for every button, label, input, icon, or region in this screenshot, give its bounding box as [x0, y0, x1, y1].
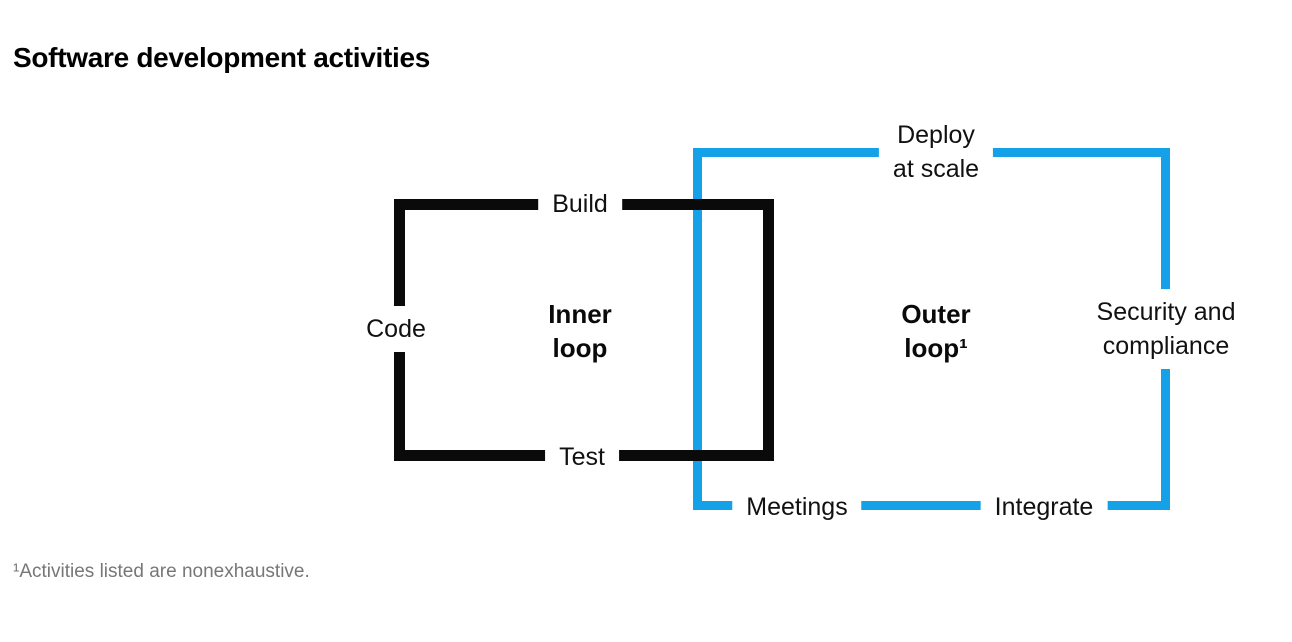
deploy-line1: Deploy	[897, 121, 975, 149]
inner-loop-label-line2: loop	[552, 333, 608, 363]
inner-loop-node-build: Build	[538, 186, 622, 222]
page-title: Software development activities	[13, 42, 431, 73]
inner-loop-node-code: Code	[362, 306, 430, 352]
outer-loop-label: Outer loop¹	[901, 297, 970, 365]
outer-loop-node-integrate: Integrate	[980, 489, 1108, 525]
inner-loop-node-test: Test	[545, 439, 619, 475]
security-line2: compliance	[1102, 332, 1230, 360]
outer-loop-node-meetings: Meetings	[732, 489, 862, 525]
deploy-line2: at scale	[892, 155, 980, 183]
inner-loop-label-line1: Inner	[548, 299, 612, 329]
footnote: ¹Activities listed are nonexhaustive.	[13, 561, 310, 582]
outer-loop-label-line1: Outer	[901, 299, 971, 329]
inner-loop-label: Inner loop	[548, 297, 612, 365]
outer-loop-label-line2: loop¹	[904, 333, 968, 363]
outer-loop-node-deploy-at-scale: Deploy at scale	[878, 121, 994, 183]
outer-loop-node-security-compliance: Security and compliance	[1092, 289, 1240, 369]
security-line1: Security and	[1096, 298, 1236, 326]
